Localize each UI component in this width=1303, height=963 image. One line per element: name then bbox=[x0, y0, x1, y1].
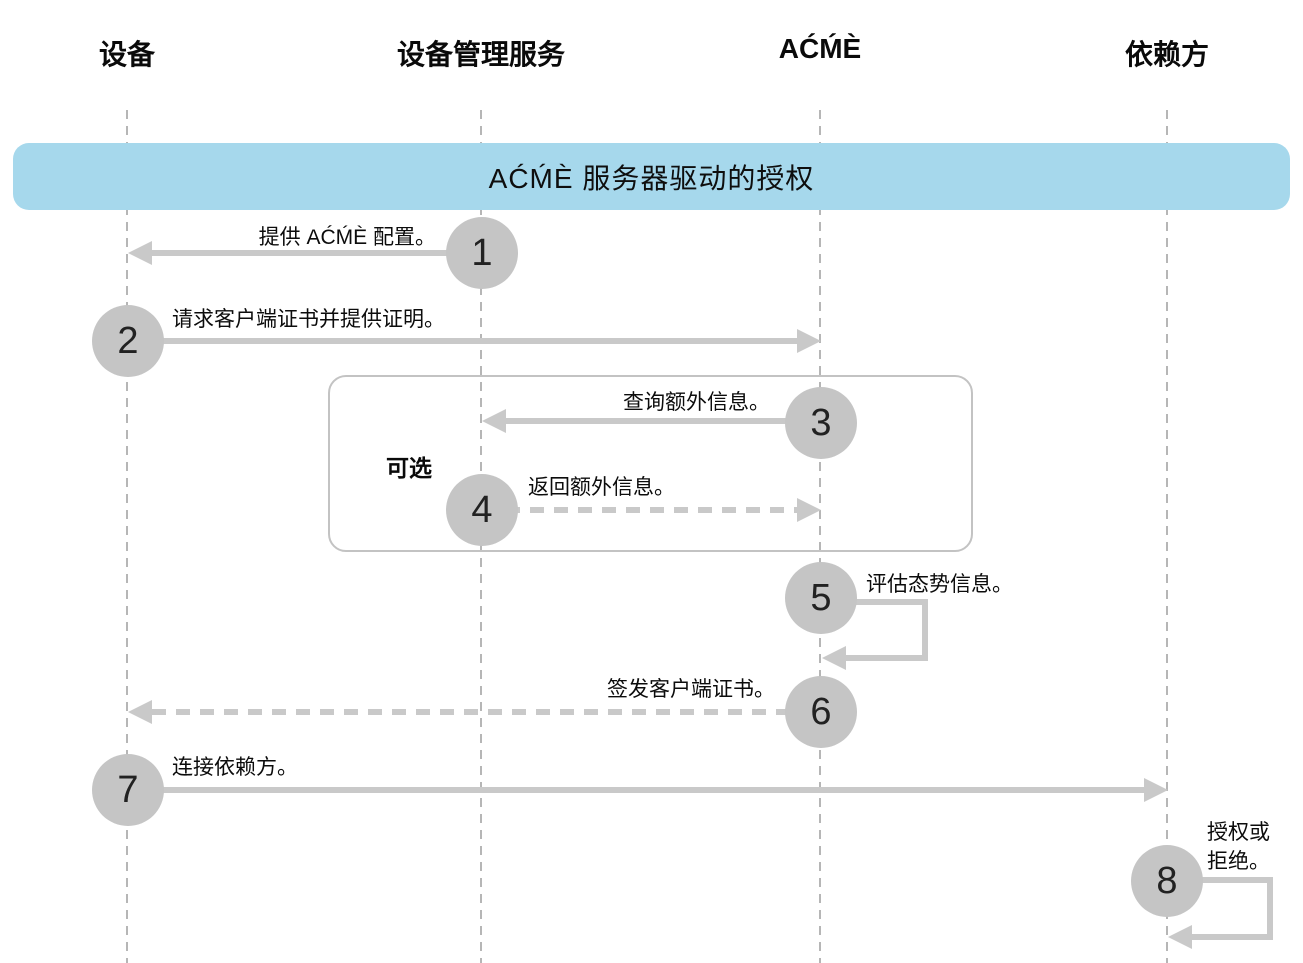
step-badge-6: 6 bbox=[785, 676, 857, 748]
step-number-4: 4 bbox=[471, 488, 493, 531]
step-badge-7: 7 bbox=[92, 754, 164, 826]
optional-group-box bbox=[328, 375, 973, 552]
selfloop-step5-bottom bbox=[840, 655, 928, 661]
step-number-6: 6 bbox=[810, 690, 832, 733]
actor-label-relying-party: 依赖方 bbox=[1124, 39, 1210, 70]
arrow-step6-head-icon bbox=[128, 700, 152, 724]
message-label-2: 请求客户端证书并提供证明。 bbox=[172, 308, 445, 331]
arrow-step3-head-icon bbox=[482, 409, 506, 433]
message-label-8: 授权或拒绝。 bbox=[1207, 821, 1270, 873]
step-number-2: 2 bbox=[117, 319, 139, 362]
step-number-7: 7 bbox=[117, 768, 139, 811]
arrow-step6-shaft bbox=[152, 709, 821, 715]
arrow-step3-shaft bbox=[506, 418, 821, 424]
arrow-step7-shaft bbox=[128, 787, 1144, 793]
arrow-step1-head-icon bbox=[128, 241, 152, 265]
arrow-step4-head-icon bbox=[797, 498, 821, 522]
lifeline-acme bbox=[819, 110, 821, 963]
arrow-step1-shaft bbox=[150, 250, 482, 256]
lifeline-relying-party bbox=[1166, 110, 1168, 963]
step-number-3: 3 bbox=[810, 401, 832, 444]
lifeline-device bbox=[126, 110, 128, 963]
actor-label-acme: AĆḾÈ bbox=[778, 33, 862, 64]
arrow-step2-head-icon bbox=[797, 329, 821, 353]
arrow-step4-shaft bbox=[482, 507, 797, 513]
step-number-8: 8 bbox=[1156, 859, 1178, 902]
actor-label-device: 设备 bbox=[98, 39, 156, 70]
message-label-7: 连接依赖方。 bbox=[172, 756, 298, 779]
diagram-title: AĆḾÈ 服务器驱动的授权 bbox=[488, 162, 815, 194]
step-badge-3: 3 bbox=[785, 387, 857, 459]
step-badge-4: 4 bbox=[446, 474, 518, 546]
message-label-5: 评估态势信息。 bbox=[866, 573, 1013, 596]
title-banner: AĆḾÈ 服务器驱动的授权 bbox=[13, 143, 1290, 210]
selfloop-step8-right bbox=[1267, 877, 1273, 940]
step-badge-2: 2 bbox=[92, 305, 164, 377]
selfloop-step5-right bbox=[922, 599, 928, 661]
step-number-5: 5 bbox=[810, 576, 832, 619]
message-label-6: 签发客户端证书。 bbox=[607, 678, 775, 701]
arrow-step2-shaft bbox=[128, 338, 797, 344]
optional-group-label: 可选 bbox=[386, 455, 432, 481]
message-label-1: 提供 AĆḾÈ 配置。 bbox=[258, 226, 436, 249]
selfloop-step5-head-icon bbox=[822, 646, 846, 670]
message-label-3: 查询额外信息。 bbox=[623, 391, 770, 414]
message-label-4: 返回额外信息。 bbox=[528, 476, 675, 499]
step-number-1: 1 bbox=[471, 231, 493, 274]
step-badge-1: 1 bbox=[446, 217, 518, 289]
selfloop-step5-top bbox=[821, 599, 928, 605]
selfloop-step8-top bbox=[1168, 877, 1273, 883]
actor-label-mdm-service: 设备管理服务 bbox=[396, 39, 566, 70]
arrow-step7-head-icon bbox=[1144, 778, 1168, 802]
selfloop-step8-bottom bbox=[1186, 934, 1273, 940]
step-badge-8: 8 bbox=[1131, 845, 1203, 917]
step-badge-5: 5 bbox=[785, 562, 857, 634]
selfloop-step8-head-icon bbox=[1168, 925, 1192, 949]
